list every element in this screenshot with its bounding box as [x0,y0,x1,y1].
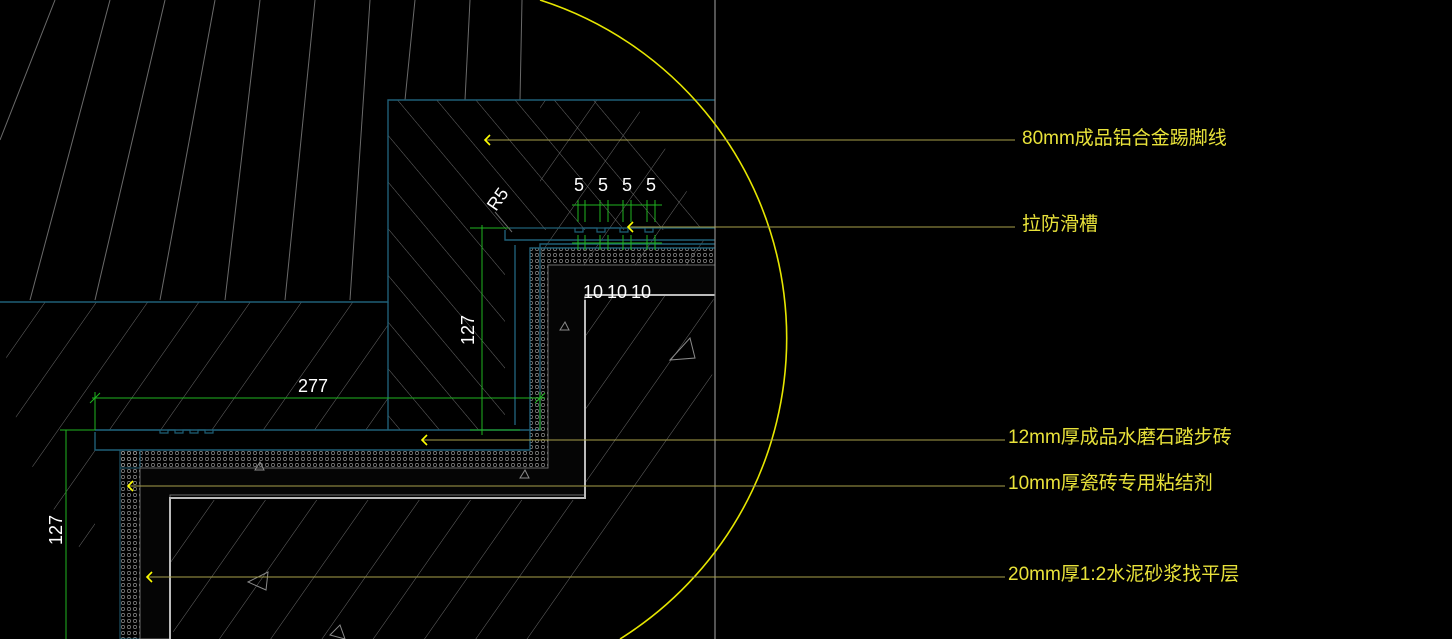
annotation-labels: 80mm成品铝合金踢脚线 拉防滑槽 12mm厚成品水磨石踏步砖 10mm厚瓷砖专… [1008,127,1239,585]
label-terrazzo-tile: 12mm厚成品水磨石踏步砖 [1008,426,1232,448]
tread-grooves [95,227,715,434]
groove-dim-3: 5 [622,175,632,195]
groove-dim-1: 5 [574,175,584,195]
leader-arrowheads [126,134,634,583]
leader-lines [128,139,1015,578]
tread-dim: 277 [298,376,328,396]
layer-dim-1: 10 [583,282,603,302]
dimension-lines [60,200,662,639]
groove-dim-2: 5 [598,175,608,195]
layer-dim-2: 10 [607,282,627,302]
riser-dim-lower: 127 [46,515,66,545]
label-antislip-groove: 拉防滑槽 [1022,213,1098,235]
wall-hatch [0,0,523,301]
label-skirting: 80mm成品铝合金踢脚线 [1022,127,1227,149]
mortar-layer [119,247,716,639]
slab-hatch [5,100,715,639]
groove-dim-4: 5 [646,175,656,195]
riser-dim-upper: 127 [458,315,478,345]
layer-dim-3: 10 [631,282,651,302]
radius-leader [494,211,513,233]
label-cement-mortar: 20mm厚1:2水泥砂浆找平层 [1008,563,1239,585]
label-tile-adhesive: 10mm厚瓷砖专用粘结剂 [1008,472,1213,494]
detail-circle-arc [539,0,788,639]
